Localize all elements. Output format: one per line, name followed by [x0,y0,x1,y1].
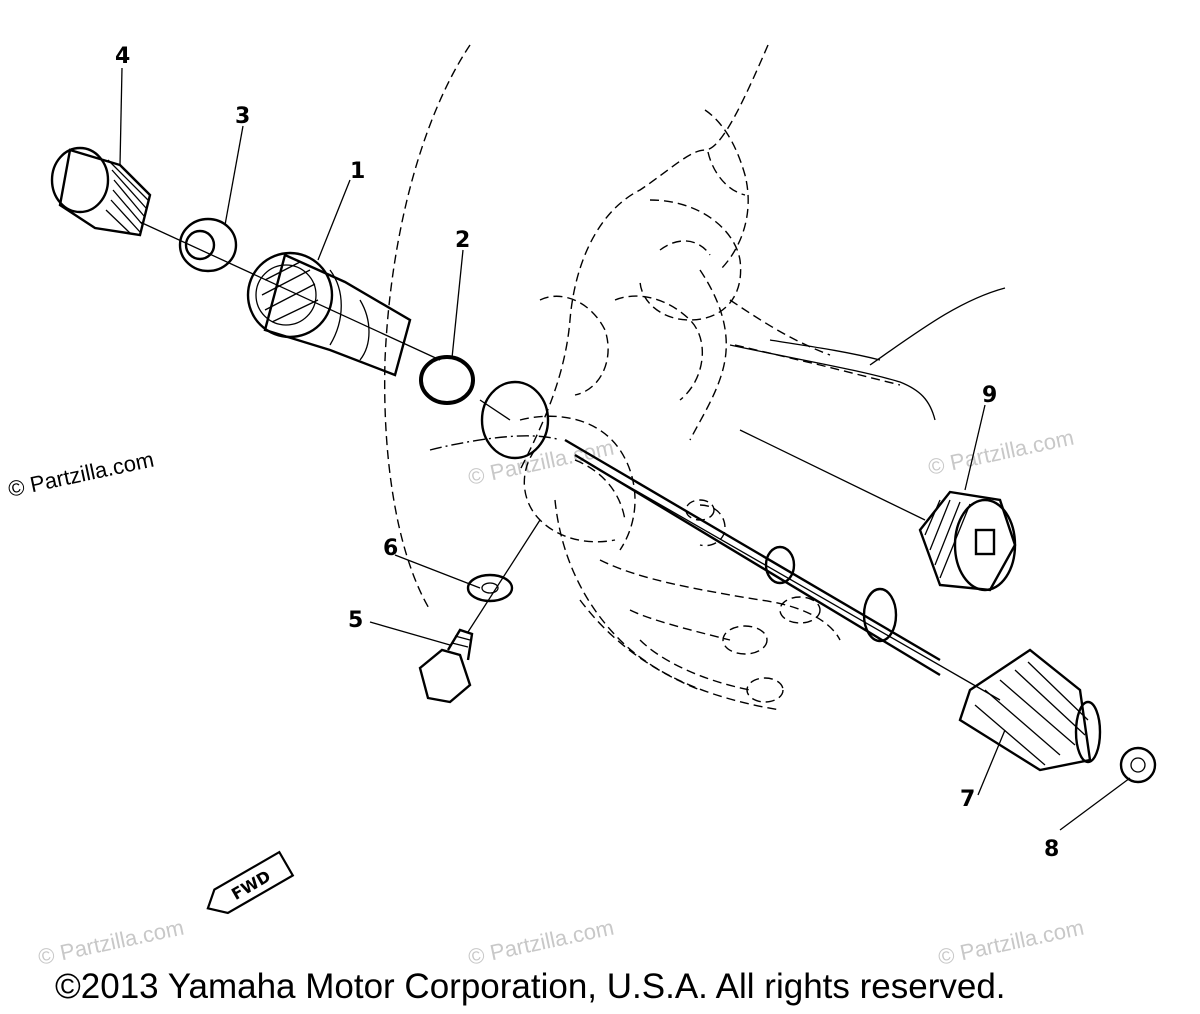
callout-2: 2 [455,228,470,253]
copyright-text: ©2013 Yamaha Motor Corporation, U.S.A. A… [55,967,1006,1006]
callout-5: 5 [348,608,363,633]
part-6-washer [466,573,514,603]
watermark-left: © Partzilla.com [6,447,156,502]
callout-3: 3 [235,104,250,129]
callout-9: 9 [982,383,997,408]
watermark-right: © Partzilla.com [926,425,1076,480]
part-7-gear-shaft [564,438,1102,772]
bolt-axis-line [467,519,541,633]
fwd-arrow: FWD [206,850,295,915]
part-3-nut [178,217,238,273]
callout-1: 1 [350,159,365,184]
watermark-layer: © Partzilla.com © Partzilla.com © Partzi… [6,425,1086,970]
watermark-bottom-left: © Partzilla.com [36,915,186,970]
watermark-bottom-center: © Partzilla.com [466,915,616,970]
part-9-plug [918,490,1017,592]
part-4-cap [50,146,152,237]
watermark-bottom-right: © Partzilla.com [936,915,1086,970]
callout-8: 8 [1044,837,1059,862]
axis-line-upper [139,221,441,361]
part-8-washer [1119,746,1157,784]
part-2-o-ring [419,355,475,405]
callout-7: 7 [960,787,975,812]
part-1-housing [246,251,412,377]
callout-4: 4 [115,44,130,69]
plug-axis-line [739,429,926,521]
crankcase-outline [383,44,1006,711]
bore-opening [480,380,550,460]
callout-leaders [119,67,1131,831]
callout-numbers: 1 2 3 4 5 6 7 8 9 [115,44,1059,862]
callout-6: 6 [383,536,398,561]
part-5-bolt [418,628,474,704]
